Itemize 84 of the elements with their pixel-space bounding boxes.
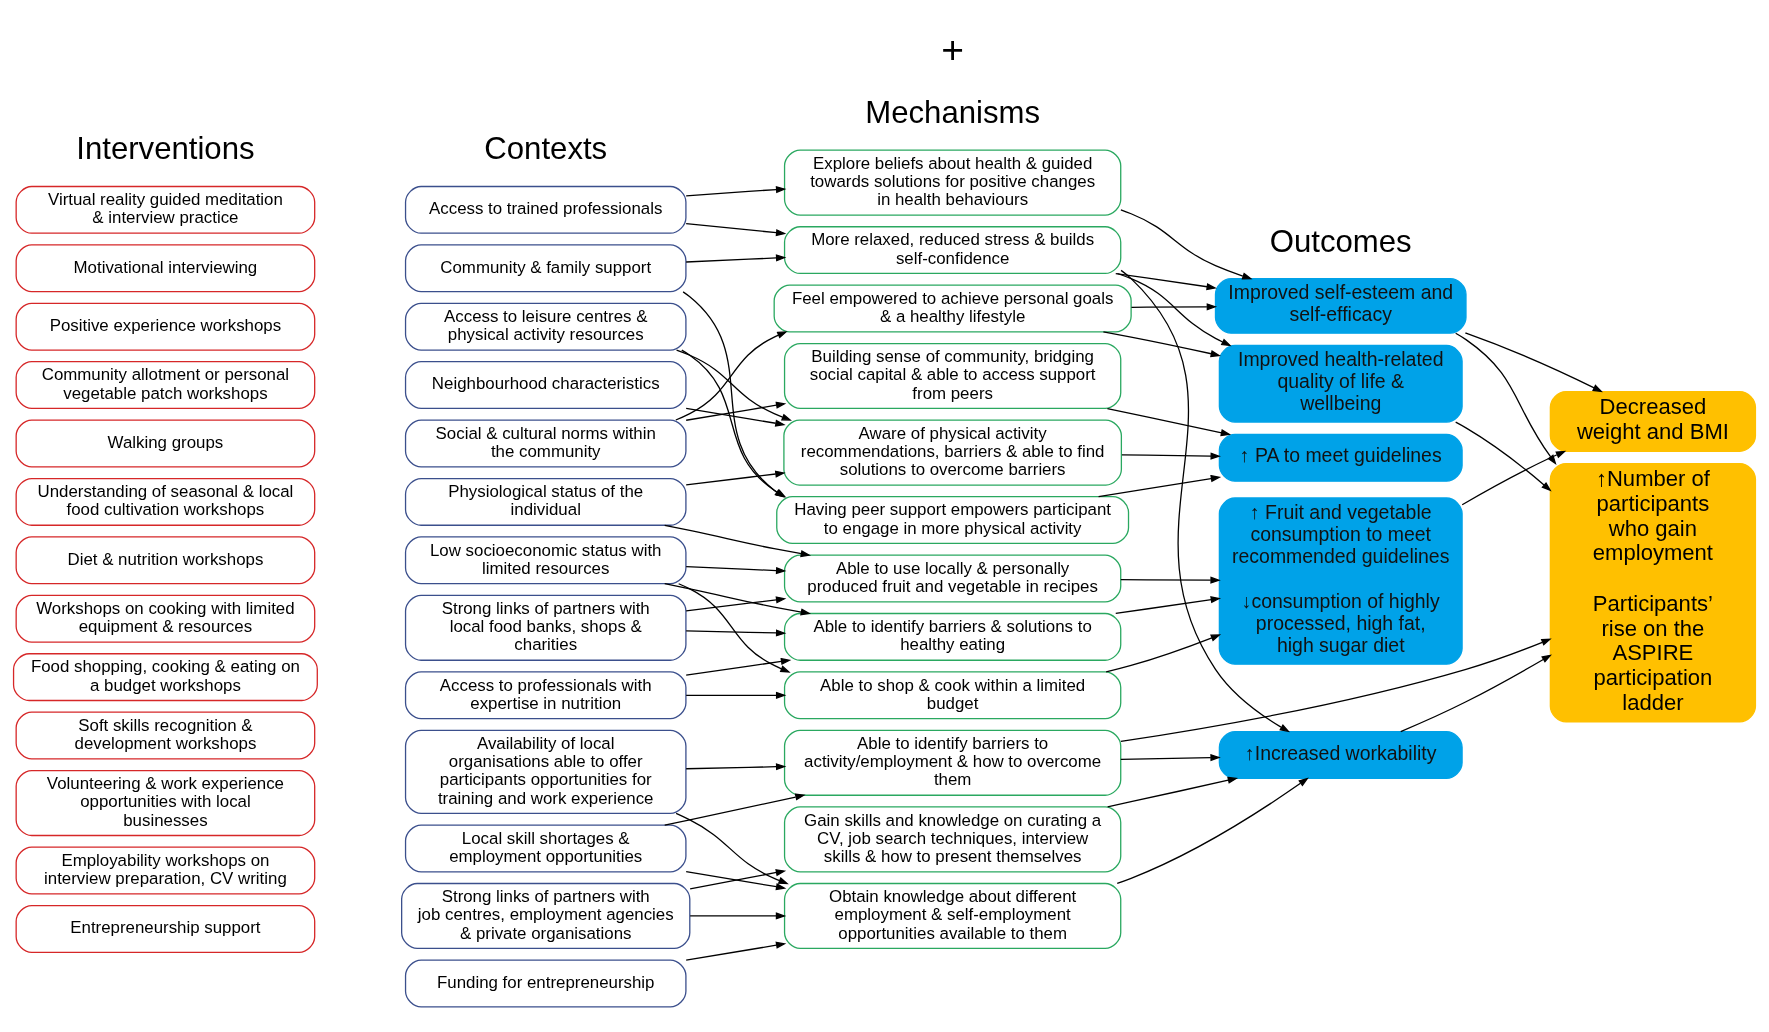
arrow (685, 762, 787, 770)
node-box: Neighbourhood characteristics (404, 360, 687, 409)
node-box: Feel empowered to achieve personal goals & a healthy lifestyle (773, 284, 1132, 332)
node-box: ↑ PA to meet guidelines (1218, 433, 1463, 482)
node-box: Access to trained professionals (404, 185, 687, 234)
node-box: Building sense of community, bridging social capital & able to access support from peers (783, 342, 1122, 409)
node-box: Physiological status of the individual (404, 477, 687, 526)
arrow (685, 691, 787, 699)
arrow (689, 911, 787, 920)
arrow (685, 657, 792, 676)
arrow (1464, 331, 1603, 392)
arrow (1400, 653, 1552, 732)
node-box: Able to shop & cook within a limited budget (783, 670, 1122, 719)
arrow (685, 469, 786, 486)
arrow (664, 582, 812, 616)
arrow (1115, 272, 1217, 290)
node-box: Availability of local organisations able to offer participants opportunities for training and work experience (404, 729, 687, 814)
node-box: Strong links of partners with job centres, employment agencies & private organisations (401, 882, 691, 949)
arrow (685, 185, 787, 196)
node-box: Access to leisure centres & physical activity resources (404, 302, 687, 351)
node-box: Soft skills recognition & development workshops (15, 711, 316, 760)
node-box: Food shopping, cooking & eating on a budget workshops (12, 652, 318, 701)
node-box: Obtain knowledge about different employment & self-employment opportunities available to them (783, 882, 1122, 949)
node-box: Strong links of partners with local food banks, shops & charities (404, 594, 687, 661)
arrow (685, 401, 787, 421)
label: + (941, 27, 965, 71)
node-box: Explore beliefs about health & guided towards solutions for positive changes in health behaviours (783, 149, 1122, 216)
node-box: Employability workshops on interview preparation, CV writing (15, 846, 316, 895)
node-box: Motivational interviewing (15, 243, 316, 292)
node-box: Community allotment or personal vegetable patch workshops (15, 360, 316, 409)
node-box: Community & family support (404, 243, 687, 292)
arrow (1121, 451, 1221, 460)
node-box: Able to use locally & personally produced fruit and vegetable in recipes (783, 553, 1122, 602)
arrow (1102, 330, 1221, 357)
node-box: Aware of physical activity recommendations, barriers & able to find solutions to overcome barriers (783, 419, 1123, 486)
arrow (1120, 576, 1221, 584)
arrow (1120, 269, 1290, 732)
node-box: ↑Increased workability (1218, 730, 1463, 779)
arrow (685, 628, 787, 637)
node-box: Funding for entrepreneurship (404, 958, 687, 1007)
arrow (678, 582, 791, 673)
arrow (675, 348, 792, 421)
node-box: Having peer support empowers participant to engage in more physical activity (776, 495, 1130, 544)
arrow (685, 253, 787, 263)
arrow (1455, 421, 1552, 491)
arrow (1115, 595, 1222, 614)
node-box: Decreased weight and BMI (1549, 390, 1757, 452)
node-box: Understanding of seasonal & local food cultivation workshops (15, 477, 316, 526)
node-box: Workshops on cooking with limited equipment & resources (15, 594, 316, 643)
node-box: Access to professionals with expertise in nutrition (404, 670, 687, 719)
node-box: Able to identify barriers to activity/employment & how to overcome them (783, 729, 1122, 796)
node-box: Entrepreneurship support (15, 904, 316, 953)
node-box: Improved health-related quality of life & wellbeing (1218, 344, 1463, 423)
node-box: Volunteering & work experience opportunities with local businesses (15, 769, 316, 836)
arrow (675, 330, 788, 421)
arrow (685, 565, 787, 574)
arrow (1120, 753, 1221, 761)
arrow (1120, 637, 1552, 742)
arrow (685, 222, 787, 236)
node-box: ↑ Fruit and vegetable consumption to meet recommended guidelines ↓consumption of highly processed, high fat, high sugar diet (1218, 496, 1463, 665)
arrow (1116, 777, 1309, 884)
arrow (685, 407, 786, 427)
arrow (664, 793, 806, 826)
node-box: Social & cultural norms within the community (404, 419, 687, 467)
arrow (685, 595, 787, 611)
node-box: Able to identify barriers & solutions to healthy eating (783, 612, 1122, 661)
node-box: Virtual reality guided meditation & interview practice (15, 185, 316, 234)
node-box: Positive experience workshops (15, 302, 316, 351)
node-box: Gain skills and knowledge on curating a CV, job search techniques, interview skills & how to present themselves (783, 805, 1122, 872)
label: Mechanisms (865, 94, 1041, 130)
node-box: More relaxed, reduced stress & builds self-confidence (783, 225, 1122, 274)
node-box: Local skill shortages & employment opportunities (404, 823, 687, 872)
arrow (1116, 272, 1232, 346)
arrow (1120, 208, 1253, 279)
arrow (675, 812, 789, 884)
node-box: ↑Number of participants who gain employment Participants’ rise on the ASPIRE participation ladder (1549, 462, 1757, 723)
label: Interventions (76, 130, 255, 166)
node-box: Diet & nutrition workshops (15, 535, 316, 584)
label: Outcomes (1269, 223, 1412, 259)
arrow (1130, 302, 1218, 310)
node-box: Low socioeconomic status with limited resources (404, 535, 687, 584)
node-box: Walking groups (15, 419, 316, 467)
node-box: Improved self-esteem and self-efficacy (1214, 277, 1467, 334)
label: Contexts (484, 130, 608, 166)
